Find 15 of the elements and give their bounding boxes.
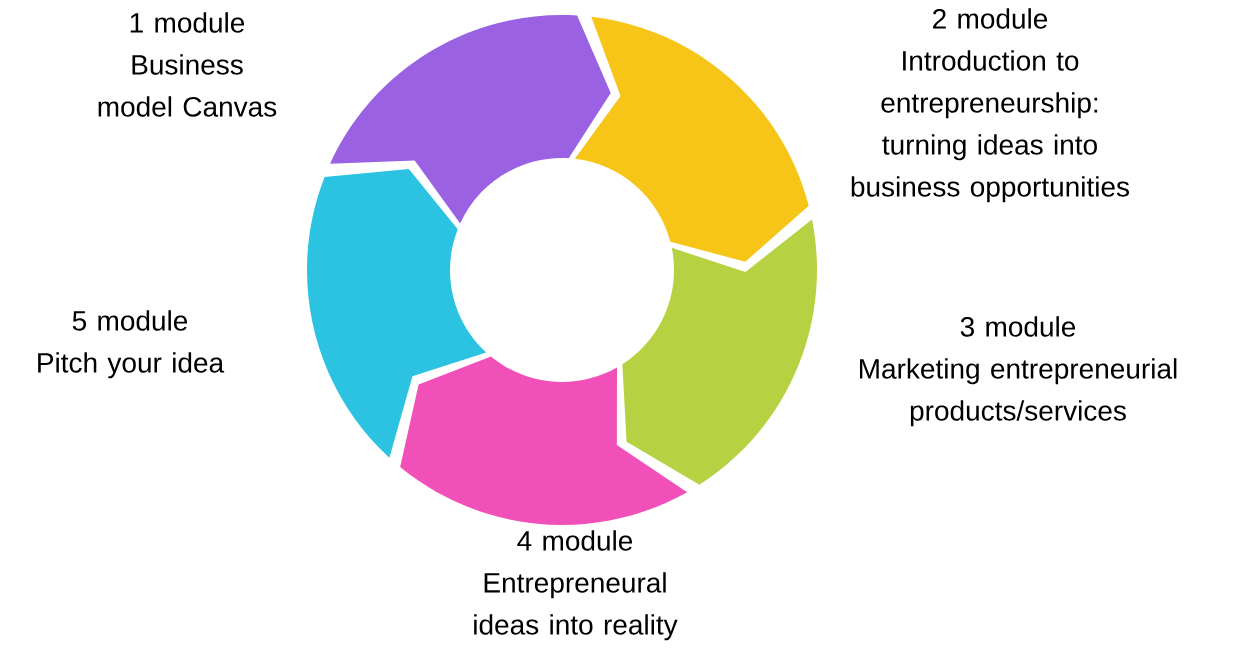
module-title: Business model Canvas bbox=[98, 54, 277, 117]
module-number: 2 module bbox=[933, 8, 1048, 29]
arrow-segment bbox=[622, 219, 817, 485]
module-title: Pitch your idea bbox=[38, 352, 225, 379]
arrow-segment bbox=[574, 16, 809, 262]
module-title: Marketing entrepreneurial products/services bbox=[860, 358, 1177, 427]
arrow-segment bbox=[307, 169, 487, 458]
arrow-segment bbox=[330, 15, 611, 224]
module-title: Introduction to entrepreneurship: turning ideas into business opportunities bbox=[851, 50, 1129, 203]
module-title: Entrepreneural ideas into reality bbox=[474, 572, 678, 641]
module-number: 1 module bbox=[130, 12, 245, 33]
module-number: 3 module bbox=[960, 316, 1076, 337]
module-number: 5 module bbox=[72, 310, 188, 331]
arrow-segment bbox=[400, 356, 688, 525]
module-number: 4 module bbox=[517, 530, 633, 551]
